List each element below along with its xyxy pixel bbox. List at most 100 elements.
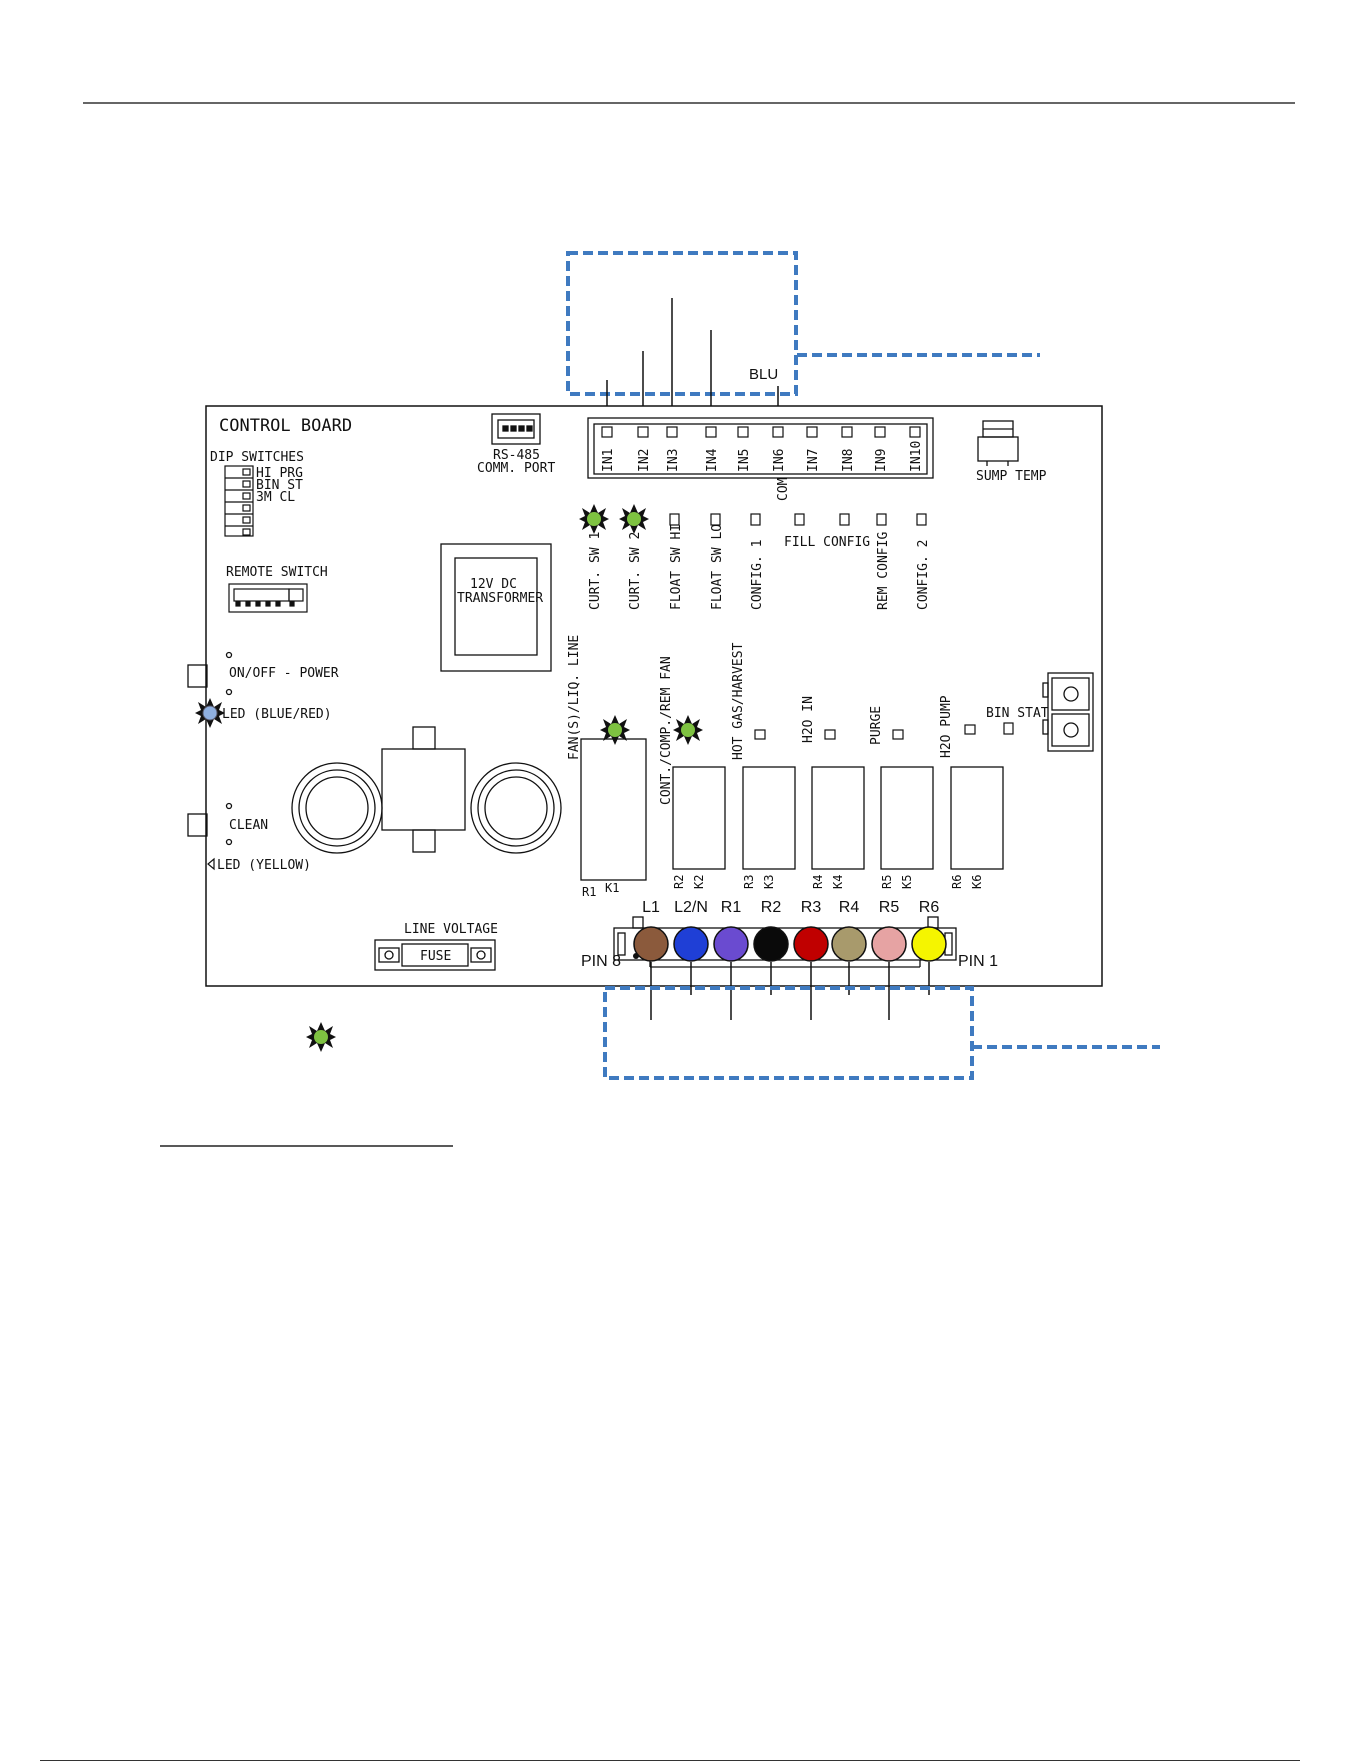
relay-k5 [880,766,934,870]
input-pin-in10[interactable] [909,426,921,438]
transformer-line1: 12V DC [470,577,517,592]
relay-k4 [811,766,865,870]
clean-label: CLEAN [229,818,268,833]
legend-led-green [306,1022,336,1052]
relay-status-leds [600,715,976,745]
relay-k-label-5: K5 [900,875,914,889]
input-label-in3: IN3 [666,449,681,472]
relay-k1 [580,738,647,881]
relay-led-label-3: HOT GAS/HARVEST [731,642,746,760]
output-callout-box [603,986,974,1080]
output-pin-label-8: R6 [919,899,940,916]
input-led-3 [669,513,680,526]
input-label-in7: IN7 [806,449,821,472]
input-pin-in9[interactable] [874,426,886,438]
power-led-blue [195,698,225,728]
fuse-holder[interactable] [374,939,496,971]
relay-k6 [950,766,1004,870]
relay-k2 [672,766,726,870]
wire-dot-r3 [793,926,829,962]
relay-r-label-3: R3 [742,875,756,889]
bin-stat-led [1003,722,1014,735]
input-label-in2: IN2 [637,449,652,472]
relay-r-label-4: R4 [811,875,825,889]
sump-temp-connector[interactable] [977,420,1019,466]
input-led-label-7: CONFIG. 2 [916,540,931,610]
relay-k-label-1: K1 [605,881,619,895]
relay-k-label-3: K3 [762,875,776,889]
transformer-line2: TRANSFORMER [457,591,543,606]
clean-led-icon [207,857,215,871]
input-pin-in5[interactable] [737,426,749,438]
input-led-label-5: CONFIG. 1 [750,540,765,610]
coil-right [470,762,562,854]
dip-label-hi-prg: HI PRG [256,466,303,481]
pin1-label: PIN 1 [958,953,998,970]
input-led-7 [916,513,927,526]
output-pin-label-5: R3 [801,899,822,916]
bin-stat-label: BIN STAT [986,706,1049,721]
input-led-label-2: CURT. SW 2 [628,532,643,610]
relay-led-label-5: PURGE [869,706,884,745]
power-label: ON/OFF - POWER [229,666,339,681]
output-pin-label-1: L1 [642,899,660,916]
remote-switch-title: REMOTE SWITCH [226,565,328,580]
line-voltage-label: LINE VOLTAGE [404,922,498,937]
wire-dot-r6 [911,926,947,962]
relay-k-label-6: K6 [970,875,984,889]
wire-dot-l1 [633,926,669,962]
input-pin-in4[interactable] [705,426,717,438]
board-title: CONTROL BOARD [219,416,352,436]
com-label: COM [776,477,791,501]
relay-led-1-lit [600,715,630,745]
output-pin-label-3: R1 [721,899,742,916]
bin-stat-connector[interactable] [1042,672,1094,752]
power-led-label: LED (BLUE/RED) [222,707,332,722]
input-pin-in1[interactable] [601,426,613,438]
input-label-in4: IN4 [705,448,720,472]
fill-config-led-1 [794,513,805,526]
rs485-label: RS-485 [493,448,540,463]
dip-label-3m-cl: 3M CL [256,490,295,505]
input-terminal-pins[interactable] [601,426,921,438]
input-pin-in3[interactable] [666,426,678,438]
input-pin-in6[interactable] [772,426,784,438]
relay-r-label-1: R1 [582,885,596,899]
wire-dot-r5 [871,926,907,962]
input-callout-box [566,251,798,396]
wire-dot-r2 [753,926,789,962]
power-button[interactable] [187,651,233,696]
input-pin-in8[interactable] [841,426,853,438]
clean-led-label: LED (YELLOW) [217,858,311,873]
transformer [440,543,552,672]
fuse-label: FUSE [420,949,451,964]
relay-led-label-6: H2O PUMP [939,695,954,758]
output-wire-leads [650,962,930,1020]
input-label-in6: IN6 [772,449,787,472]
input-led-4 [710,513,721,526]
dip-switches-title: DIP SWITCHES [210,450,304,465]
relay-led-5 [892,729,904,740]
input-status-leds [579,504,927,534]
input-terminal-strip [587,417,934,479]
fill-config-led-2 [839,513,850,526]
input-pin-in2[interactable] [637,426,649,438]
clean-button[interactable] [187,802,233,846]
dip-switch-block[interactable] [224,465,254,537]
relay-led-4 [824,729,836,740]
remote-switch-connector[interactable] [228,583,308,613]
rs485-port[interactable] [491,413,541,445]
output-pin-label-2: L2/N [674,899,708,916]
wire-dot-r4 [831,926,867,962]
input-label-in8: IN8 [841,449,856,472]
relay-led-label-4: H2O IN [801,696,816,743]
sump-temp-label: SUMP TEMP [976,469,1047,484]
input-pin-in7[interactable] [806,426,818,438]
input-led-label-1: CURT. SW 1 [588,532,603,610]
